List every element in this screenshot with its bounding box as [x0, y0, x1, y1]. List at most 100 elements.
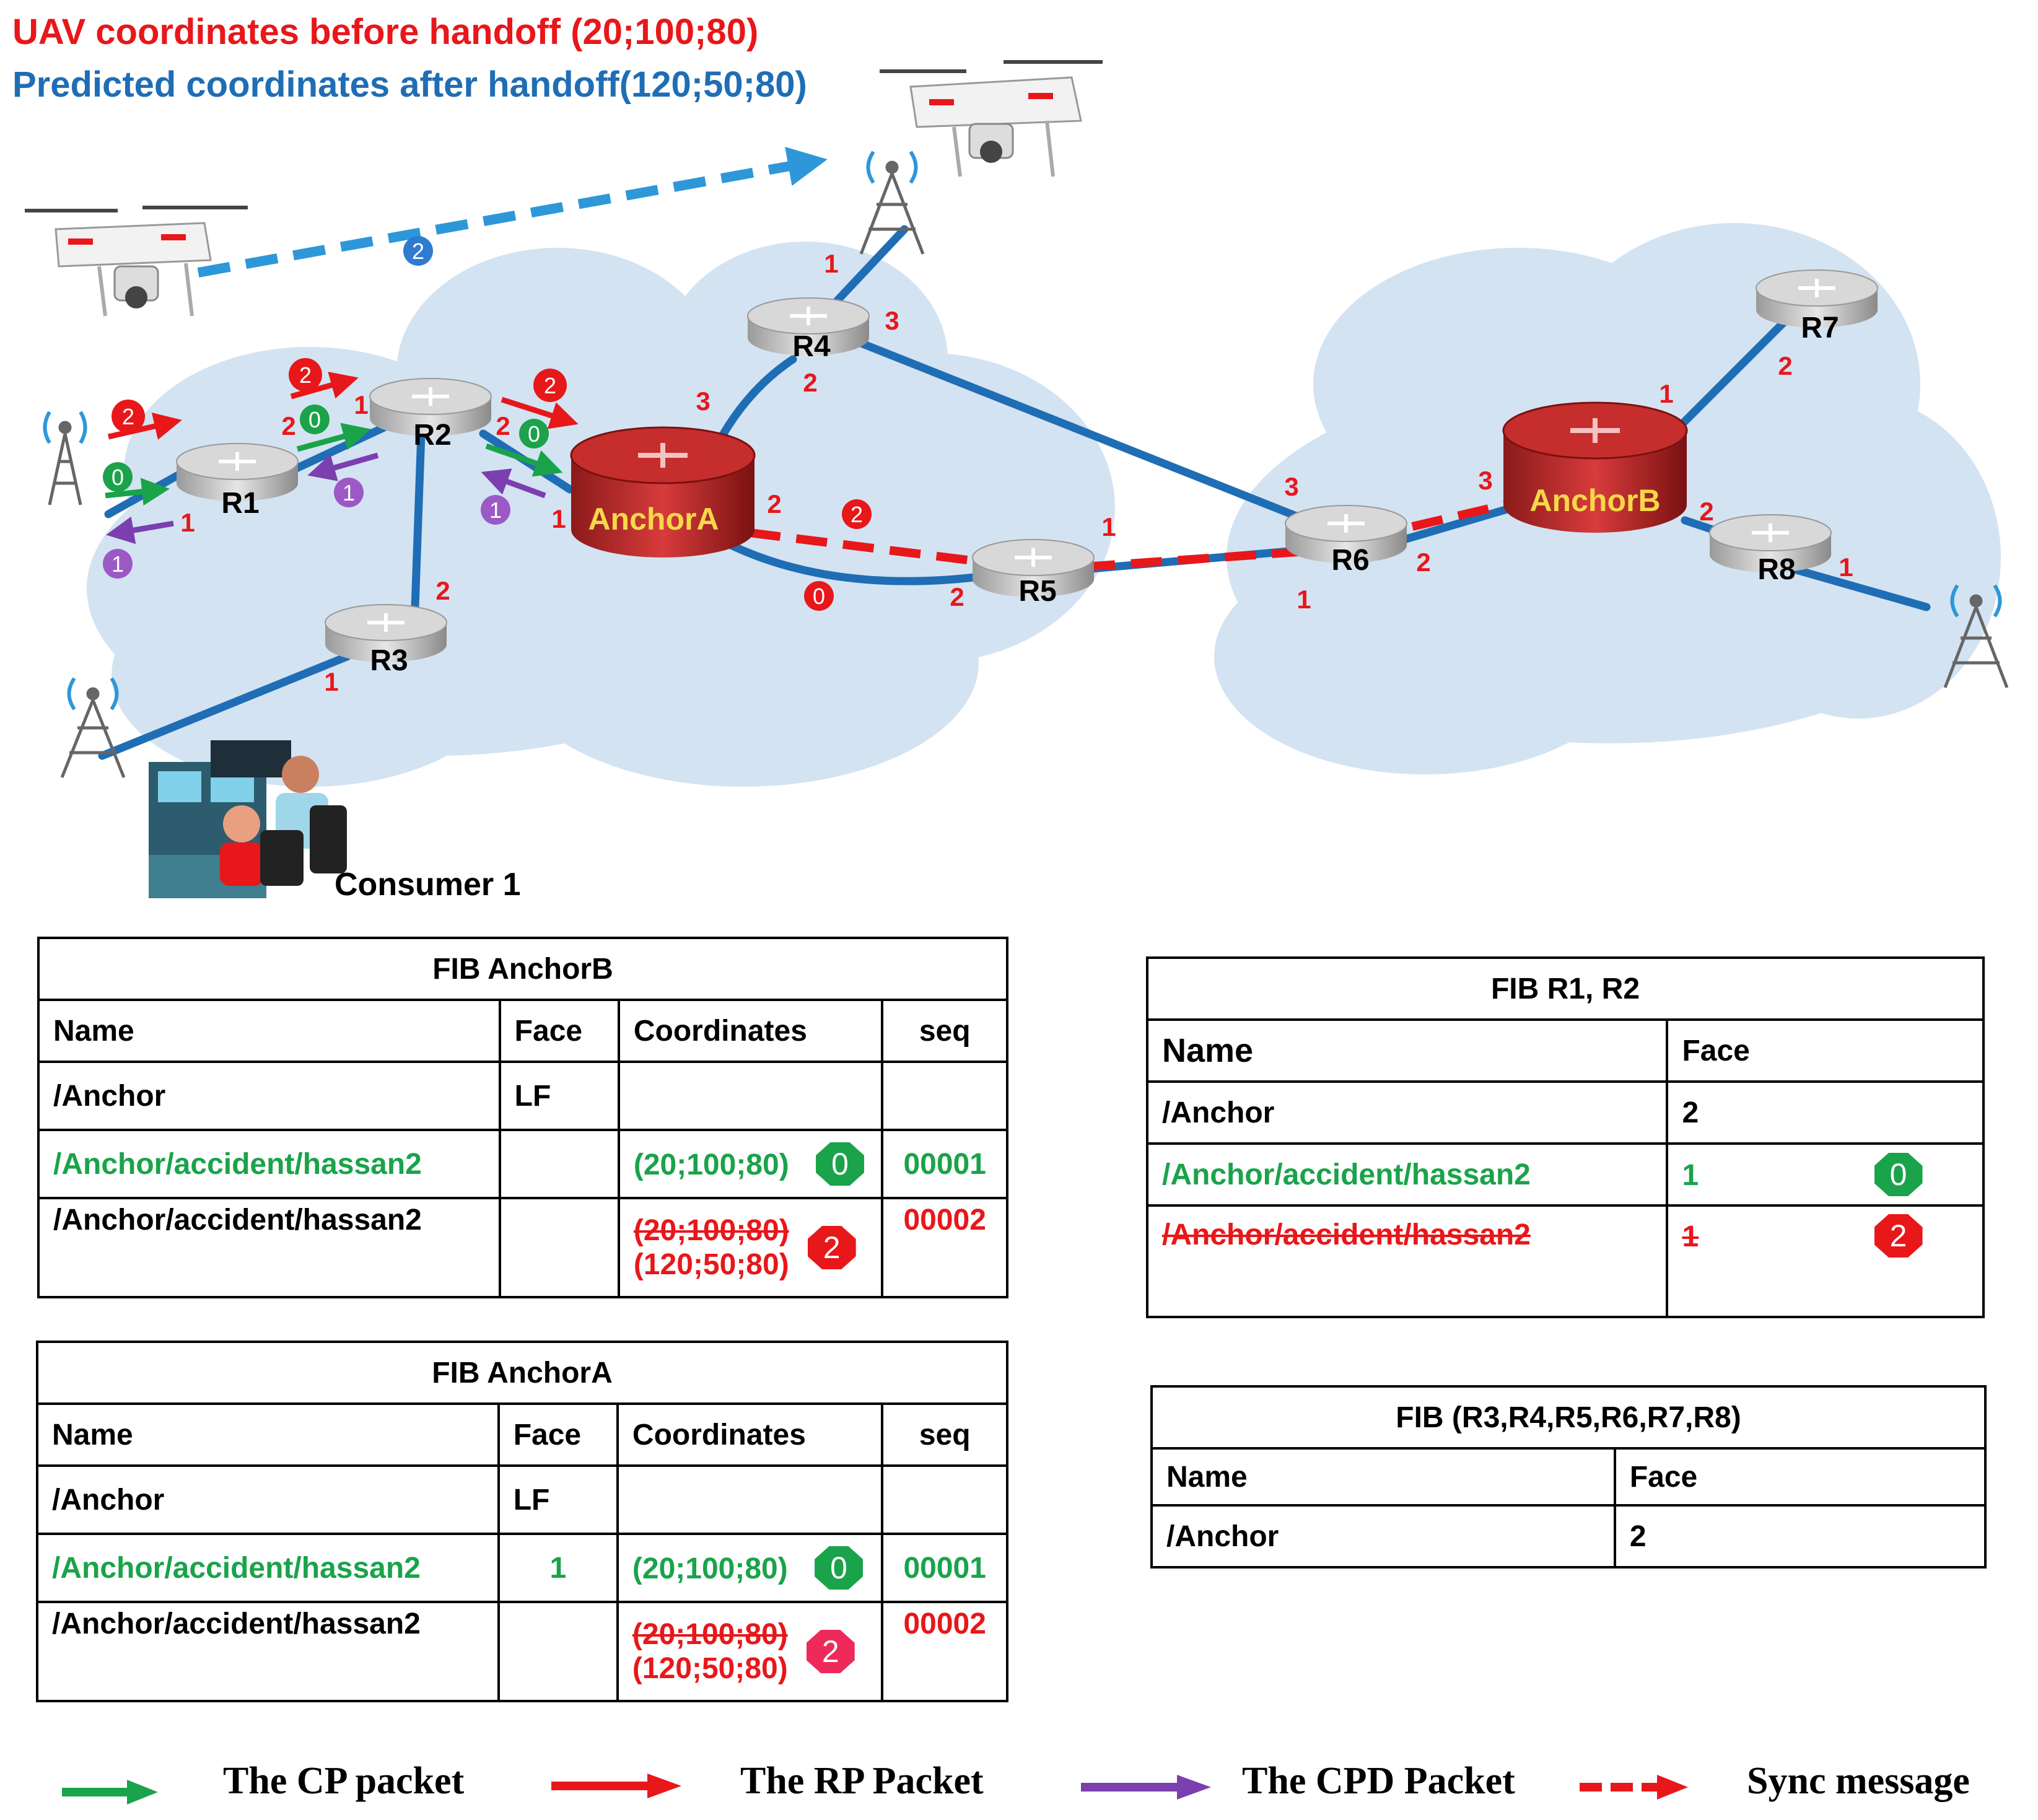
fib-anchorB-row3-coord-cell: (20;100;80) (120;50;80) 2 [617, 1197, 884, 1298]
legend-rp-arrow [551, 1774, 681, 1798]
fib-r1r2-row1-face: 2 [1666, 1080, 1985, 1145]
fib-others-row1-name: /Anchor [1150, 1504, 1616, 1568]
legend-sync-label: Sync message [1747, 1760, 1970, 1802]
legend-sync-arrow [1580, 1775, 1688, 1800]
face-r8-1: 1 [1839, 553, 1853, 582]
fib-anchorB-row1-name: /Anchor [37, 1061, 501, 1131]
face-r6-3: 3 [1284, 472, 1298, 501]
face-anchorB-3: 3 [1478, 466, 1492, 495]
label-r1: R1 [221, 487, 259, 520]
fib-anchorB-header-coordinates: Coordinates [617, 999, 884, 1063]
face-r1-1: 1 [180, 508, 195, 537]
fib-anchorA-header-coordinates: Coordinates [616, 1402, 884, 1467]
handoff-arrow [197, 147, 828, 278]
router-r5 [972, 539, 1095, 597]
router-r3 [325, 604, 447, 662]
face-r4-3: 3 [885, 306, 899, 335]
uav-drone-right [880, 60, 1103, 177]
fib-anchorA-row1-name: /Anchor [36, 1464, 500, 1535]
label-r2: R2 [413, 419, 451, 452]
legend-cpd-label: The CPD Packet [1242, 1760, 1515, 1802]
router-r1 [176, 443, 299, 501]
heading-before-handoff: UAV coordinates before handoff (20;100;8… [12, 12, 759, 52]
fib-r1r2-header-name: Name [1145, 1018, 1669, 1083]
badge-rp-r2: 2 [299, 362, 312, 388]
fib-anchorA-header-seq: seq [881, 1402, 1008, 1467]
fib-anchorB-title: FIB AnchorB [37, 937, 1008, 1001]
label-consumer: Consumer 1 [335, 867, 521, 903]
fib-anchorB-row2-coord-cell: (20;100;80) 0 [617, 1129, 884, 1199]
fib-anchorA-row2-badge: 0 [815, 1546, 864, 1590]
face-r6-1: 1 [1297, 585, 1311, 614]
face-r6-2: 2 [1416, 548, 1430, 577]
label-r5: R5 [1018, 575, 1056, 608]
fib-r1-r2-table: FIB R1, R2 Name Face /Anchor 2 /Anchor/a… [1145, 956, 1985, 1318]
fib-anchorA-row1-coord [616, 1464, 884, 1535]
fib-anchorB-row3-name: /Anchor/accident/hassan2 [37, 1197, 501, 1298]
fib-anchorB-row3-coord-new: (120;50;80) [633, 1248, 789, 1281]
fib-anchorA-table: FIB AnchorA Name Face Coordinates seq /A… [36, 1341, 1008, 1702]
face-r5-2: 2 [950, 582, 964, 611]
fib-anchorA-row2-coord: (20;100;80) [632, 1552, 788, 1585]
legend-cp-label: The CP packet [223, 1760, 465, 1802]
table-row: /Anchor LF [37, 1061, 1008, 1131]
label-anchor-a: AnchorA [588, 502, 719, 536]
fib-anchorB-row2-name: /Anchor/accident/hassan2 [37, 1129, 501, 1199]
router-r4 [747, 297, 870, 356]
fib-anchorA-row3-coord-new: (120;50;80) [632, 1652, 788, 1685]
table-row: /Anchor/accident/hassan2 1 (20;100;80) 0… [36, 1533, 1008, 1603]
fib-anchorB-row3-coord-old: (20;100;80) [633, 1214, 789, 1247]
fib-r1r2-row3-name: /Anchor/accident/hassan2 [1145, 1204, 1669, 1318]
badge-sync: 2 [851, 502, 863, 527]
legend-rp-label: The RP Packet [740, 1760, 984, 1802]
router-r2 [369, 378, 492, 436]
table-row: /Anchor/accident/hassan2 (20;100;80) (12… [36, 1601, 1008, 1702]
fib-anchorB-row3-badge: 2 [807, 1226, 856, 1269]
fib-r1r2-row2-name: /Anchor/accident/hassan2 [1145, 1142, 1669, 1207]
table-row: /Anchor/accident/hassan2 (20;100;80) 0 0… [37, 1129, 1008, 1199]
fib-anchorA-row3-face [497, 1601, 619, 1702]
tower-top [859, 151, 925, 255]
tower-consumer [60, 677, 126, 778]
face-r5-1: 1 [1101, 512, 1116, 541]
router-r7 [1756, 269, 1878, 328]
fib-anchorA-header-face: Face [497, 1402, 619, 1467]
badge-cp-anchorA: 0 [528, 421, 540, 447]
fib-anchorB-row2-face [498, 1129, 620, 1199]
uav-drone-left [25, 206, 248, 317]
fib-r1r2-row2-badge: 0 [1874, 1153, 1923, 1196]
fib-anchorB-row2-badge: 0 [816, 1142, 865, 1186]
badge-cp-r2: 0 [308, 407, 321, 432]
face-r3-1: 1 [324, 667, 338, 696]
network-diagram: R1 R2 R3 R4 R5 R6 R7 R8 AnchorA AnchorB … [25, 60, 2009, 903]
fib-r1r2-row3-face: 1 [1682, 1220, 1699, 1253]
fib-r1r2-row2-face: 1 [1682, 1159, 1699, 1192]
fib-anchorA-row1-seq [881, 1464, 1008, 1535]
fib-anchorA-row2-seq: 00001 [881, 1533, 1008, 1603]
router-r6 [1285, 505, 1407, 563]
fib-anchorB-row3-seq: 00002 [881, 1197, 1008, 1298]
fib-anchorB-header-seq: seq [881, 999, 1008, 1063]
legend-cp-arrow [62, 1780, 158, 1805]
face-r1-2: 2 [281, 411, 295, 440]
label-r8: R8 [1757, 553, 1795, 586]
fib-anchorB-row2-coord: (20;100;80) [633, 1148, 789, 1181]
face-r2-2a: 2 [496, 411, 510, 440]
fib-anchorA-row3-seq: 00002 [881, 1601, 1008, 1702]
fib-anchorB-table: FIB AnchorB Name Face Coordinates seq /A… [37, 937, 1008, 1298]
fib-anchorA-row1-face: LF [497, 1464, 619, 1535]
badge-cpd-r2: 1 [343, 480, 355, 505]
badge-rp-r1: 2 [122, 404, 134, 429]
table-row: /Anchor/accident/hassan2 1 0 [1145, 1142, 1985, 1207]
fib-anchorB-row1-face: LF [498, 1061, 620, 1131]
fib-anchorB-row1-seq [881, 1061, 1008, 1131]
face-r7-2: 2 [1778, 351, 1792, 380]
fib-r1r2-row1-name: /Anchor [1145, 1080, 1669, 1145]
label-r6: R6 [1331, 544, 1369, 577]
face-r2-1: 1 [354, 390, 368, 419]
face-r4-2: 2 [803, 368, 817, 397]
fib-r1r2-header-face: Face [1666, 1018, 1985, 1083]
fib-r1r2-row3-face-cell: 1 2 [1666, 1204, 1985, 1318]
table-row: /Anchor/accident/hassan2 1 2 [1145, 1204, 1985, 1318]
fib-anchorB-row1-coord [617, 1061, 884, 1131]
